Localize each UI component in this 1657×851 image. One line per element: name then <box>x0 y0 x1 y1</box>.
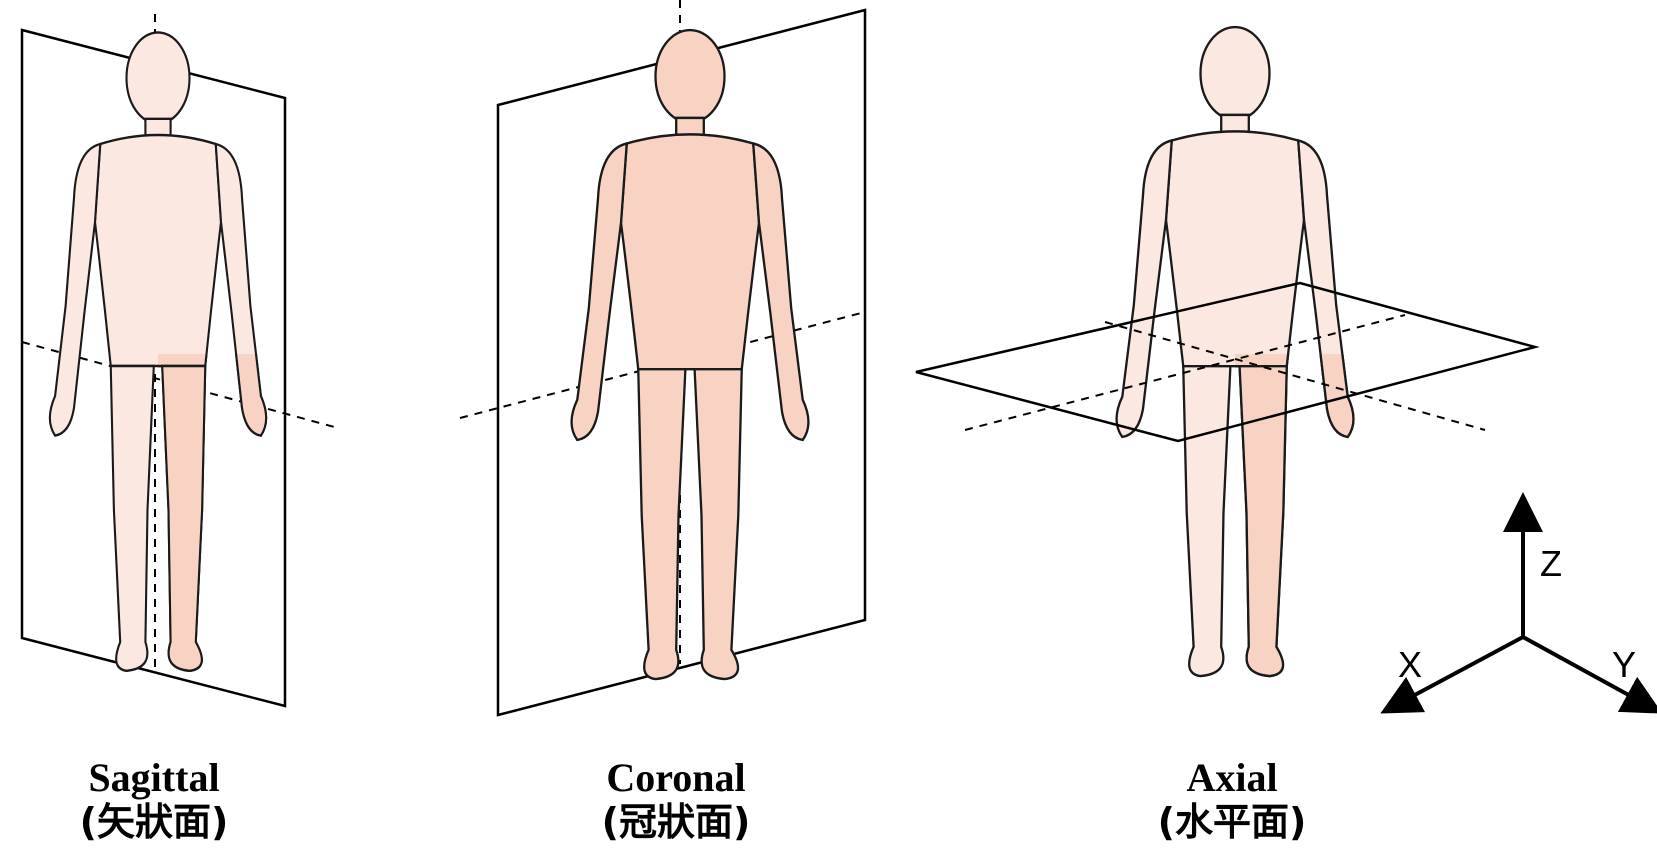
coronal-caption: Coronal (冠狀面) <box>526 755 826 845</box>
axial-axis-1 <box>964 314 1406 431</box>
axial-plane <box>915 281 1540 443</box>
z-axis-label: Z <box>1540 543 1562 584</box>
axis-indicator: Z X Y <box>1380 492 1657 714</box>
coronal-diagram <box>459 0 867 717</box>
y-axis-label: Y <box>1612 644 1636 685</box>
axial-diagram <box>915 25 1540 678</box>
sagittal-diagram <box>20 14 339 708</box>
coronal-label: Coronal <box>606 755 746 800</box>
sagittal-horizontal-axis <box>21 341 339 429</box>
sagittal-native-label: (矢狀面) <box>79 800 229 844</box>
coronal-plane <box>496 8 867 717</box>
axial-native-label: (水平面) <box>1157 800 1307 844</box>
sagittal-plane <box>20 28 287 708</box>
x-axis-label: X <box>1398 644 1422 685</box>
sagittal-body-figure <box>48 31 268 673</box>
axial-axis-2 <box>1104 321 1486 431</box>
axial-caption: Axial (水平面) <box>1082 755 1382 845</box>
axial-body-figure <box>1115 25 1355 678</box>
y-axis-arrow <box>1522 635 1657 714</box>
axial-label: Axial <box>1186 755 1278 800</box>
coronal-body-figure <box>570 28 810 681</box>
sagittal-caption: Sagittal (矢狀面) <box>4 755 304 845</box>
coronal-native-label: (冠狀面) <box>601 800 751 844</box>
coronal-horizontal-axis <box>459 311 866 419</box>
x-axis-arrow <box>1380 635 1524 714</box>
sagittal-label: Sagittal <box>88 755 220 800</box>
